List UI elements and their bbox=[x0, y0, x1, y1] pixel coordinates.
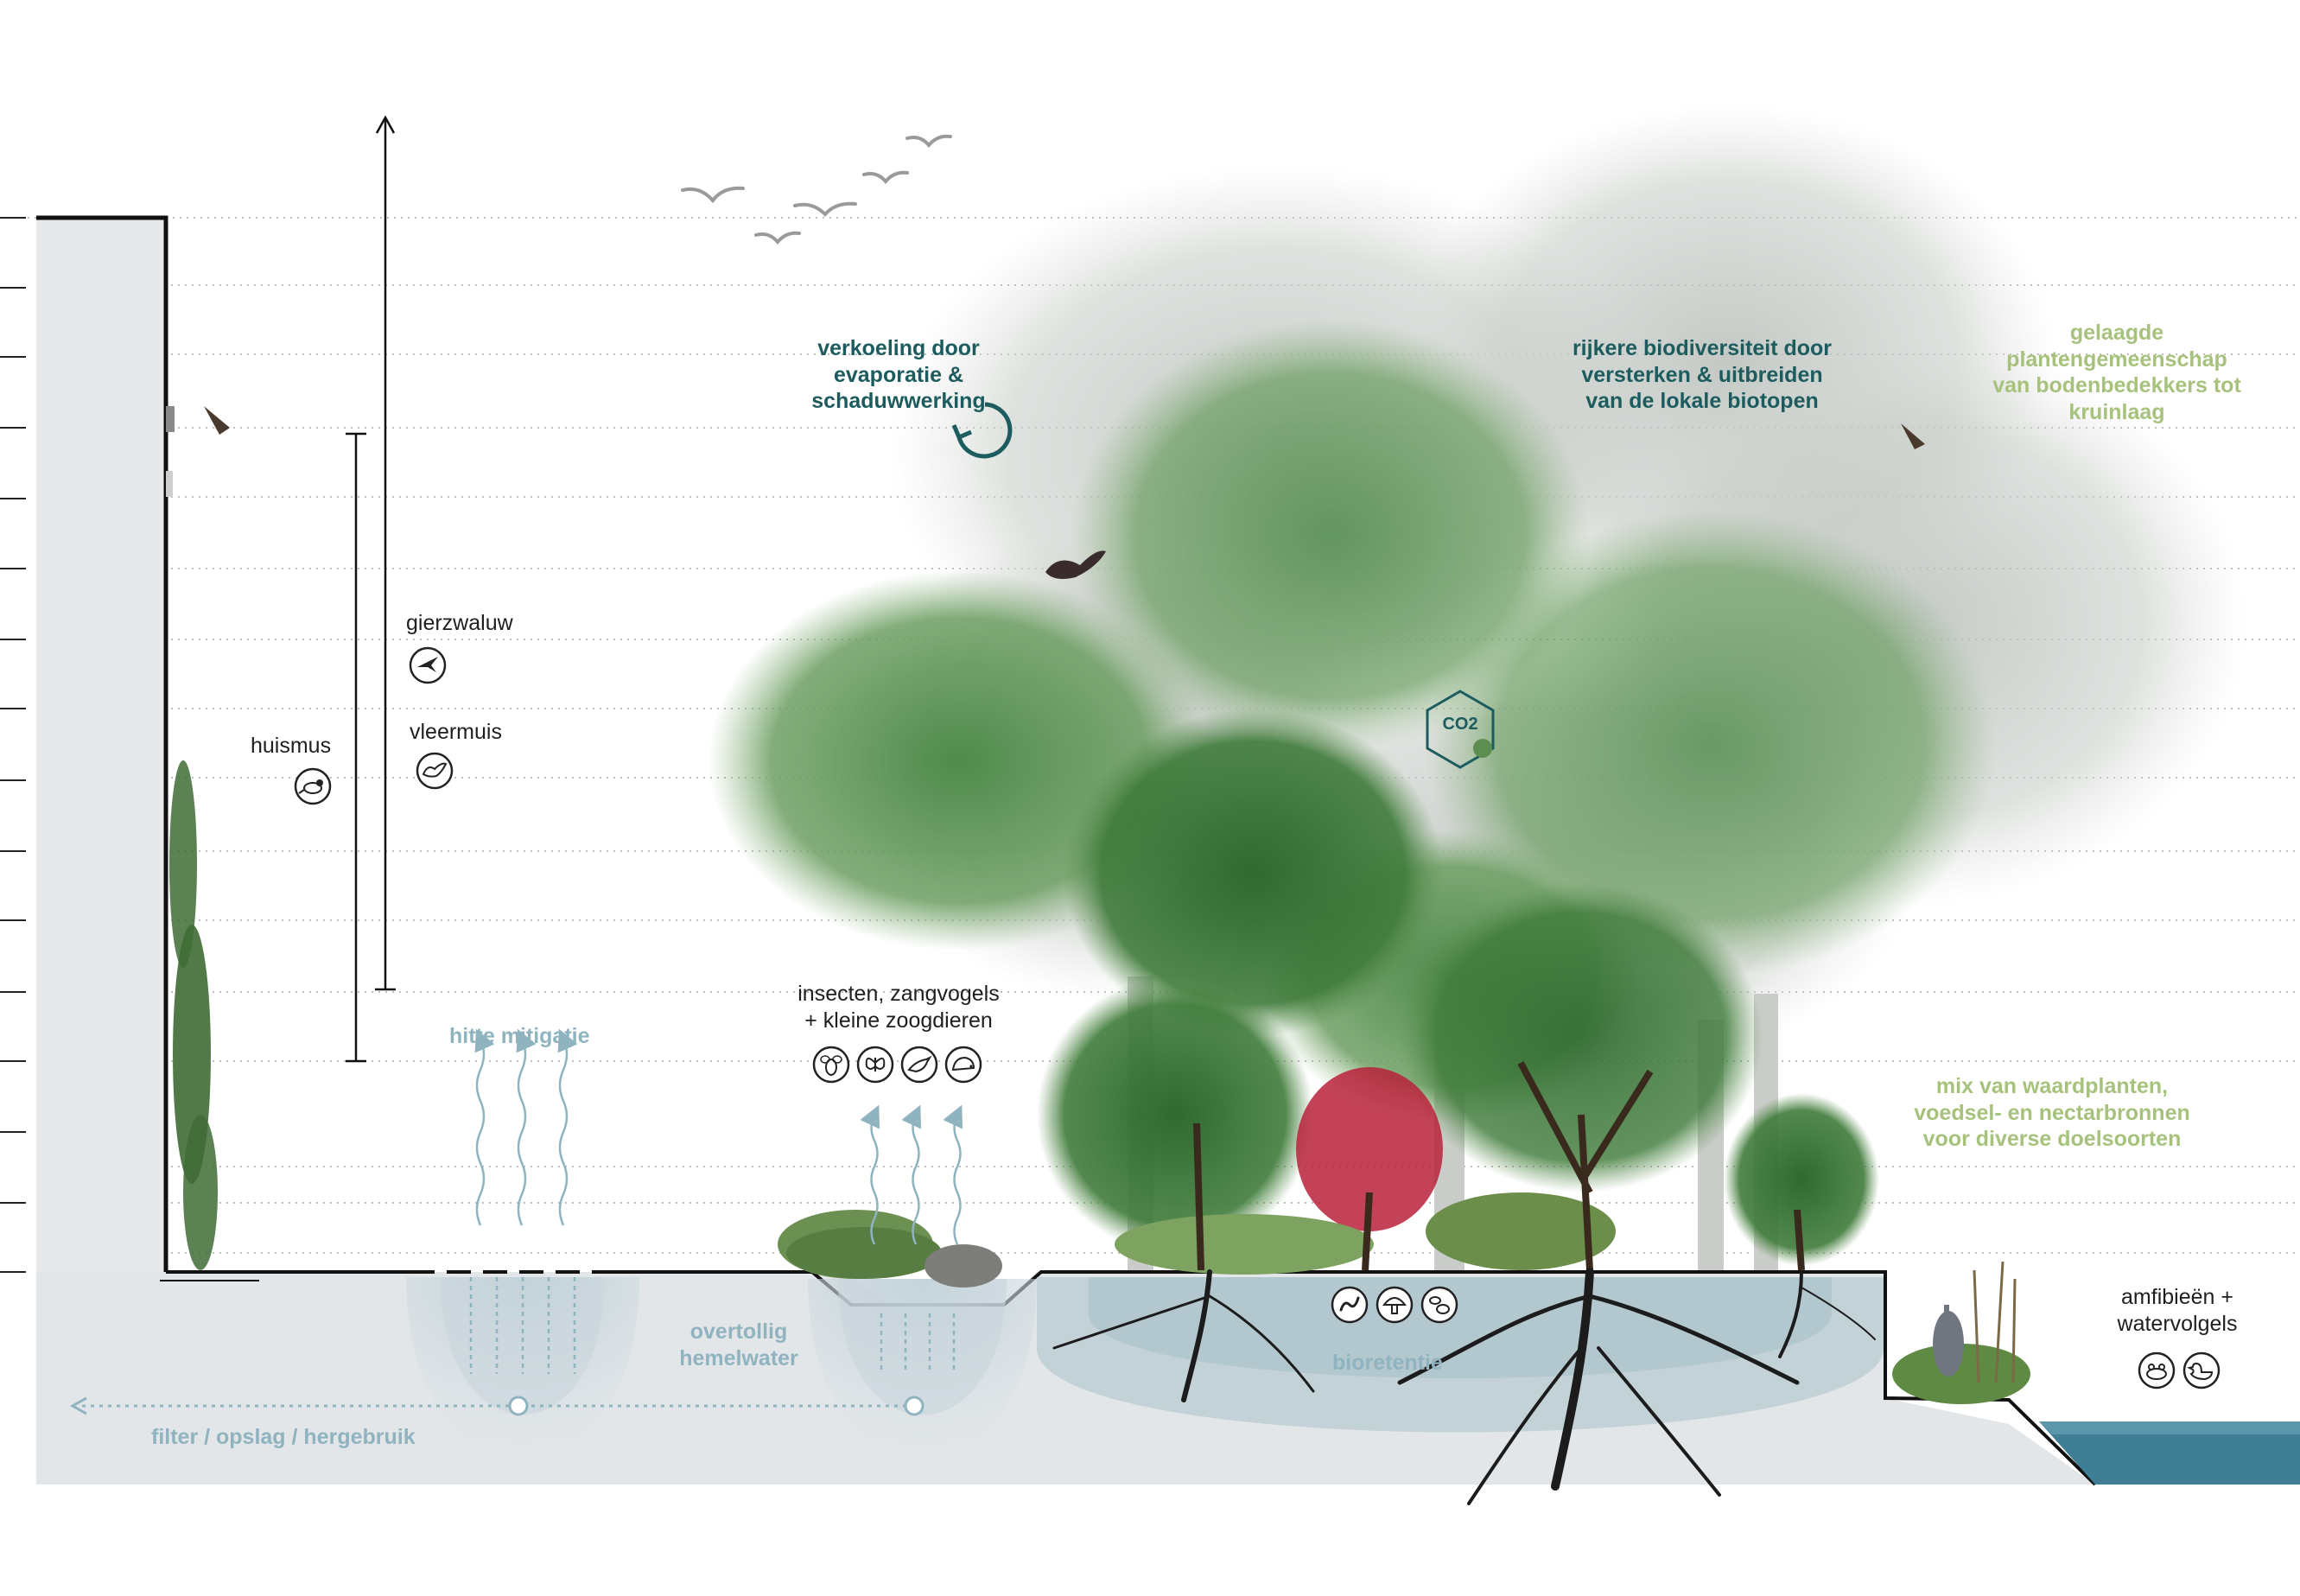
co2-label: CO2 bbox=[1442, 715, 1478, 734]
infiltration-arrows bbox=[469, 1277, 956, 1374]
birds-flock bbox=[681, 134, 952, 245]
vleermuis-label: vleermuis bbox=[410, 720, 502, 744]
tree-roots bbox=[1052, 1268, 1876, 1505]
bioretention-label: bioretentie bbox=[1332, 1351, 1443, 1375]
swift-range-line bbox=[375, 115, 396, 991]
nest-box bbox=[166, 406, 175, 432]
facade-ivy bbox=[169, 760, 218, 1270]
heat-mitigation-label: hitte mitigatie bbox=[449, 1024, 590, 1048]
shore-reeds bbox=[1973, 1261, 2017, 1383]
heron bbox=[1933, 1305, 1964, 1377]
duck-icon bbox=[2182, 1351, 2221, 1389]
swift-icon bbox=[409, 646, 447, 684]
sparrow-icon bbox=[294, 767, 332, 805]
water-body bbox=[2039, 1421, 2300, 1485]
worm-icon bbox=[1331, 1286, 1369, 1324]
nest-box bbox=[166, 471, 173, 497]
bee-icon bbox=[812, 1046, 850, 1084]
rainwater-label: overtollig hemelwater bbox=[679, 1319, 798, 1370]
butterfly-icon bbox=[856, 1046, 894, 1084]
co2-icon bbox=[1426, 690, 1495, 769]
bat-icon bbox=[416, 752, 454, 790]
mix-plants-label: mix van waardplanten, voedsel- en nectar… bbox=[1914, 1074, 2190, 1151]
huismus-label: huismus bbox=[251, 734, 332, 758]
heat-arrows bbox=[474, 1028, 963, 1245]
filter-line bbox=[69, 1396, 924, 1416]
bacteria-icon bbox=[1420, 1286, 1458, 1324]
sparrow-range-line bbox=[346, 432, 366, 1063]
biodiversity-label: rijkere biodiversiteit door versterken &… bbox=[1572, 336, 1833, 413]
mushroom-icon bbox=[1376, 1286, 1414, 1324]
songbird-icon bbox=[900, 1046, 938, 1084]
cooling-label: verkoeling door evaporatie & schaduwwerk… bbox=[811, 336, 986, 413]
foreground-trunks bbox=[1193, 1061, 1805, 1271]
amphibians-label: amfibieën + watervolgels bbox=[2117, 1285, 2238, 1336]
cooling-cycle-icon bbox=[951, 402, 1013, 459]
bat bbox=[1045, 550, 1106, 579]
gierzwaluw-label: gierzwaluw bbox=[406, 611, 513, 635]
filter-label: filter / opslag / hergebruik bbox=[151, 1425, 416, 1449]
layered-plant-label: gelaagde plantengemeenschap van bodenbed… bbox=[1992, 321, 2241, 424]
building bbox=[36, 218, 166, 1272]
hedgehog-icon bbox=[944, 1046, 982, 1084]
swale-plants bbox=[786, 1227, 1002, 1288]
swift-bird bbox=[204, 406, 1925, 449]
frog-icon bbox=[2138, 1351, 2176, 1389]
scale-ticks bbox=[0, 217, 26, 1273]
insects-label: insecten, zangvogels + kleine zoogdieren bbox=[797, 982, 1000, 1033]
